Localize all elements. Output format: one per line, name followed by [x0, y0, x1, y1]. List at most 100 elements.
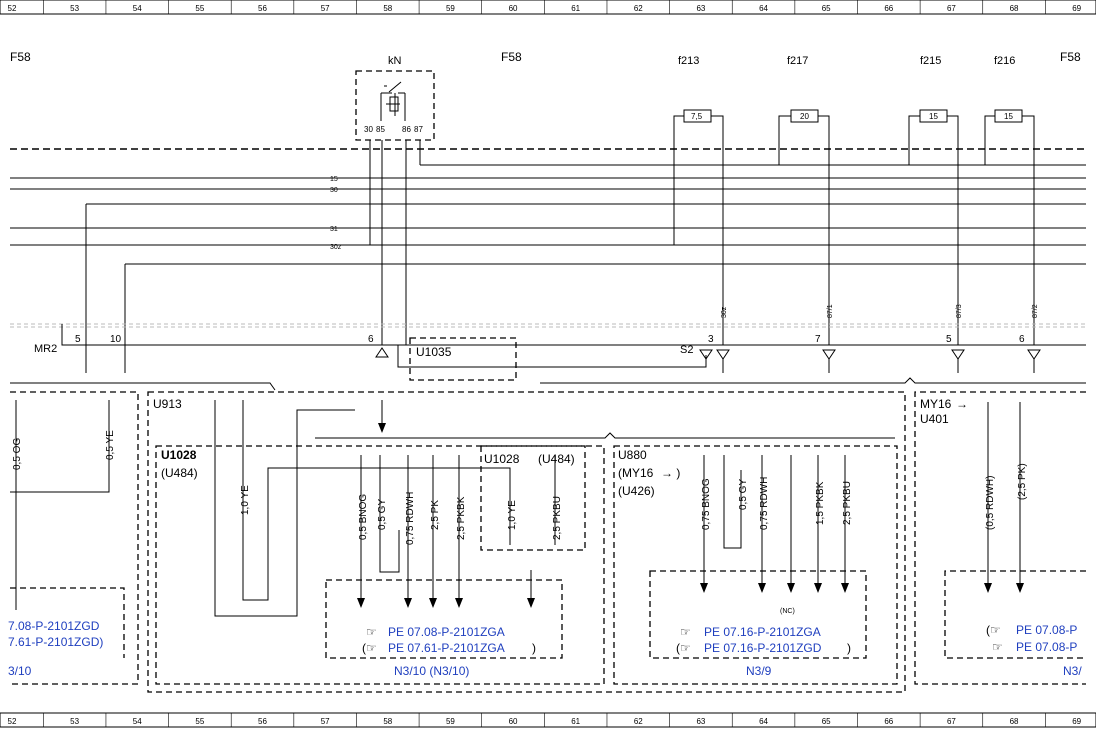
wire-1-5-pkbk: 1,5 PKBK [815, 481, 826, 525]
ref-mid-2[interactable]: PE 07.61-P-2101ZGA [388, 641, 505, 655]
bus-label-15: 15 [330, 176, 338, 183]
ref-right-2[interactable]: PE 07.16-P-2101ZGD [704, 641, 822, 655]
grid-label: 53 [70, 4, 79, 13]
relay-pin-86: 86 [402, 125, 411, 134]
harness-brace-inner [315, 432, 895, 439]
u1035-label: U1035 [416, 345, 452, 359]
grid-label: 61 [571, 717, 580, 726]
grid-label: 63 [696, 4, 705, 13]
u484-label: (U484) [161, 466, 198, 480]
svg-text:20: 20 [800, 112, 809, 121]
wire-2-5-pkbu: 2,5 PKBU [552, 496, 563, 540]
grid-label: 58 [383, 4, 392, 13]
grid-label: 54 [133, 4, 142, 13]
fuse-f216: 15 [984, 109, 1035, 148]
grid-label: 68 [1010, 4, 1019, 13]
wire-u401-rdwh: (0,5 RDWH) [985, 476, 996, 530]
pin-6a: 6 [368, 334, 374, 345]
grid-label: 64 [759, 717, 768, 726]
grid-label: 66 [884, 4, 893, 13]
pin-7: 7 [815, 334, 821, 345]
pin-6b: 6 [1019, 334, 1025, 345]
hand-icon: ☞ [680, 625, 691, 639]
paren-close: ) [847, 641, 851, 655]
wire-2-5-pkbu-b: 2,5 PKBU [842, 481, 853, 525]
nc-label: (NC) [780, 608, 795, 615]
wire-0-5-gy-b: 0,5 GY [738, 479, 749, 510]
connector-triangles [375, 347, 1041, 360]
my16-label-b: MY16 [920, 397, 952, 411]
f58-right-label: F58 [1060, 50, 1081, 64]
u1028-sub-box [480, 445, 586, 551]
hand-icon: (☞ [986, 623, 1001, 637]
grid-label: 56 [258, 717, 267, 726]
f215-label: f215 [920, 55, 941, 67]
ref-right-n: N3/9 [746, 664, 772, 678]
ref-far-2[interactable]: PE 07.08-P [1016, 640, 1077, 654]
u880-label: U880 [618, 448, 647, 462]
mr2-label: MR2 [34, 343, 57, 355]
ref-right-1[interactable]: PE 07.16-P-2101ZGA [704, 625, 821, 639]
grid-label: 54 [133, 717, 142, 726]
bus-lines [10, 164, 1086, 265]
relay-pin-30: 30 [364, 125, 373, 134]
pin-3: 3 [708, 334, 714, 345]
grid-label: 67 [947, 4, 956, 13]
wire-0-75-bnog: 0,75 BNOG [701, 478, 712, 530]
paren-close: ) [532, 641, 536, 655]
wire-drops [85, 345, 1035, 373]
fuse-f213: 7,5 [673, 109, 724, 148]
grid-label: 52 [8, 4, 17, 13]
f217-label: f217 [787, 55, 808, 67]
f58-left-label: F58 [10, 50, 31, 64]
relay-kn-box [355, 70, 435, 141]
u913-label: U913 [153, 397, 182, 411]
grid-label: 63 [696, 717, 705, 726]
u401-label: U401 [920, 412, 949, 426]
grid-label: 55 [195, 4, 204, 13]
u1028b-label: U1028 [484, 452, 520, 466]
wire-0-75-rdwh-b: 0,75 RDWH [759, 477, 770, 530]
grid-label: 59 [446, 717, 455, 726]
relay-pin-85: 85 [376, 125, 385, 134]
grid-label: 69 [1072, 717, 1081, 726]
u401-region-box [914, 391, 1086, 685]
grid-label: 66 [884, 717, 893, 726]
ref-mid-1[interactable]: PE 07.08-P-2101ZGA [388, 625, 505, 639]
svg-text:7,5: 7,5 [691, 112, 703, 121]
svg-text:15: 15 [929, 112, 938, 121]
left-connector-box [10, 587, 125, 658]
u1028-label: U1028 [161, 448, 197, 462]
ref-far-n: N3/ [1063, 664, 1082, 678]
wire-left-ye: 0,5 YE [105, 430, 116, 460]
s2-wire [397, 149, 707, 368]
wire-2-5-pkbk: 2,5 PKBK [456, 496, 467, 540]
hand-icon: ☞ [366, 625, 377, 639]
wire-1-0-ye-a: 1,0 YE [240, 485, 251, 515]
u1028-region-box [155, 445, 605, 685]
u484b-label: (U484) [538, 452, 575, 466]
u880-region-box [613, 445, 898, 685]
wire-0-5-bnog: 0,5 BNOG [358, 494, 369, 540]
ref-left-2[interactable]: 7.61-P-2101ZGD) [8, 635, 103, 649]
bus-label-30z: 30z [330, 244, 342, 251]
wire-1-0-ye-b: 1,0 YE [507, 500, 518, 530]
n3-10-connector-box [325, 579, 563, 659]
ref-left-1[interactable]: 7.08-P-2101ZGD [8, 619, 100, 633]
grid-label: 57 [321, 717, 330, 726]
f58-mid-label: F58 [501, 50, 522, 64]
vertical-wires-top [85, 140, 1035, 345]
ref-mid-n: N3/10 (N3/10) [394, 664, 469, 678]
grid-label: 67 [947, 717, 956, 726]
ref-far-1[interactable]: PE 07.08-P [1016, 623, 1077, 637]
term-87-2: 87/2 [1032, 304, 1039, 318]
harness-brace [10, 377, 1086, 391]
wire-0-75-rdwh: 0,75 RDWH [405, 492, 416, 545]
ref-left-n: 3/10 [8, 664, 32, 678]
grid-label: 62 [634, 4, 643, 13]
grid-strip-bottom [0, 712, 1096, 728]
relay-coil [389, 96, 399, 112]
term-87-1: 87/1 [827, 304, 834, 318]
